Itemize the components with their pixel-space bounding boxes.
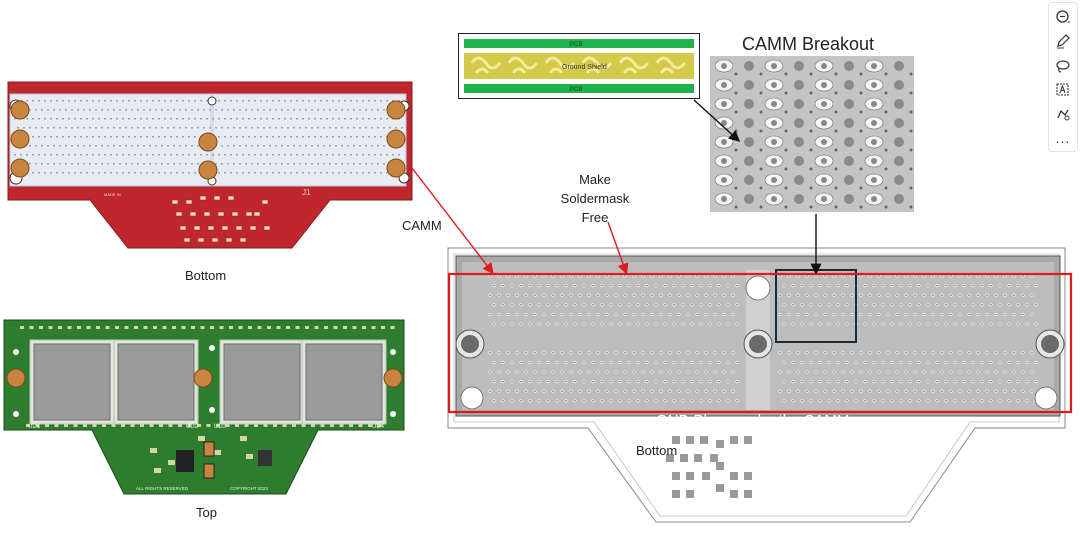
text-box-icon[interactable]: [1051, 79, 1075, 101]
camm-arrow: [411, 167, 494, 275]
ink-to-shape-icon[interactable]: [1051, 103, 1075, 125]
comment-icon[interactable]: [1051, 6, 1075, 28]
inset-arrow: [693, 99, 741, 142]
rights-label: ALL RIGHTS RESERVED: [136, 486, 189, 491]
copyright-label: COPYRIGHT 2023: [230, 486, 268, 491]
inset-ground-shield: Ground Shield: [562, 64, 607, 71]
gnd-plane-label: GND Plane under the CAMM: [656, 412, 850, 429]
camm-label: CAMM: [402, 218, 442, 233]
inset-pcb-bottom: PCB: [570, 87, 582, 93]
more-options-button[interactable]: ...: [1055, 131, 1071, 146]
ud4-label: UD4: [372, 424, 385, 430]
bottom-made-in-label: MADE IN: [104, 192, 121, 197]
camm-breakout-image: [710, 56, 914, 212]
bottom-j1-label: J1: [302, 188, 311, 197]
callout-arrows: [411, 99, 822, 275]
make-soldermask-free-line-2: Soldermask: [560, 191, 630, 206]
ud3-label: UD3: [214, 424, 227, 430]
pcb-cross-section-inset: PCB Ground Shield PCB: [458, 33, 700, 99]
bottom-board-image: J1 MADE IN: [7, 81, 413, 249]
pen-icon[interactable]: [1051, 30, 1075, 52]
drawing-toolbar: ...: [1048, 2, 1078, 152]
soldermask-arrow: [607, 221, 629, 275]
make-soldermask-free-label: Make Soldermask Free: [559, 170, 631, 227]
inset-pcb-top: PCB: [570, 42, 582, 48]
top-board-image: UD1 UD2 UD3 UD4 ALL RIGHTS RESERVED COPY…: [3, 319, 405, 495]
ud1-label: UD1: [28, 424, 41, 430]
bottom-left-caption: Bottom: [185, 268, 227, 283]
make-soldermask-free-line-1: Make: [579, 172, 611, 187]
make-soldermask-free-line-3: Free: [581, 210, 609, 225]
ud2-label: UD2: [186, 424, 199, 430]
top-left-caption: Top: [196, 505, 217, 520]
lasso-icon[interactable]: [1051, 55, 1075, 77]
camm-breakout-title: CAMM Breakout: [742, 34, 875, 54]
gnd-plane-board-image: [447, 247, 1073, 523]
bottom-right-caption: Bottom: [636, 443, 678, 458]
